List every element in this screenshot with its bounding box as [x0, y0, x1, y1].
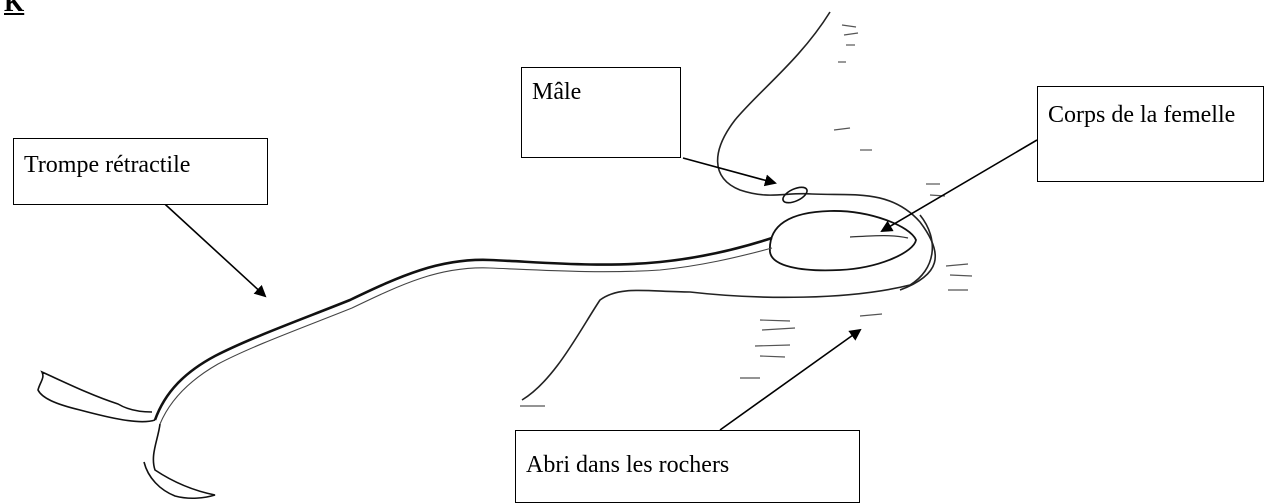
upper-rock-outline: [718, 12, 936, 290]
label-abri-rochers: Abri dans les rochers: [515, 430, 860, 503]
male-oval: [781, 184, 810, 206]
arrow-trompe: [155, 195, 265, 296]
arrow-male: [683, 158, 775, 183]
proboscis-upper: [155, 238, 772, 420]
lower-rock-outline: [522, 215, 932, 400]
label-corps-femelle: Corps de la femelle: [1037, 86, 1264, 182]
proboscis-lower: [160, 248, 772, 424]
proboscis-fork: [38, 372, 215, 498]
arrow-corps: [882, 140, 1037, 231]
label-trompe-retractile: Trompe rétractile: [13, 138, 268, 205]
female-body-inner-line: [850, 236, 908, 238]
label-male: Mâle: [521, 67, 681, 158]
female-body: [770, 211, 916, 270]
